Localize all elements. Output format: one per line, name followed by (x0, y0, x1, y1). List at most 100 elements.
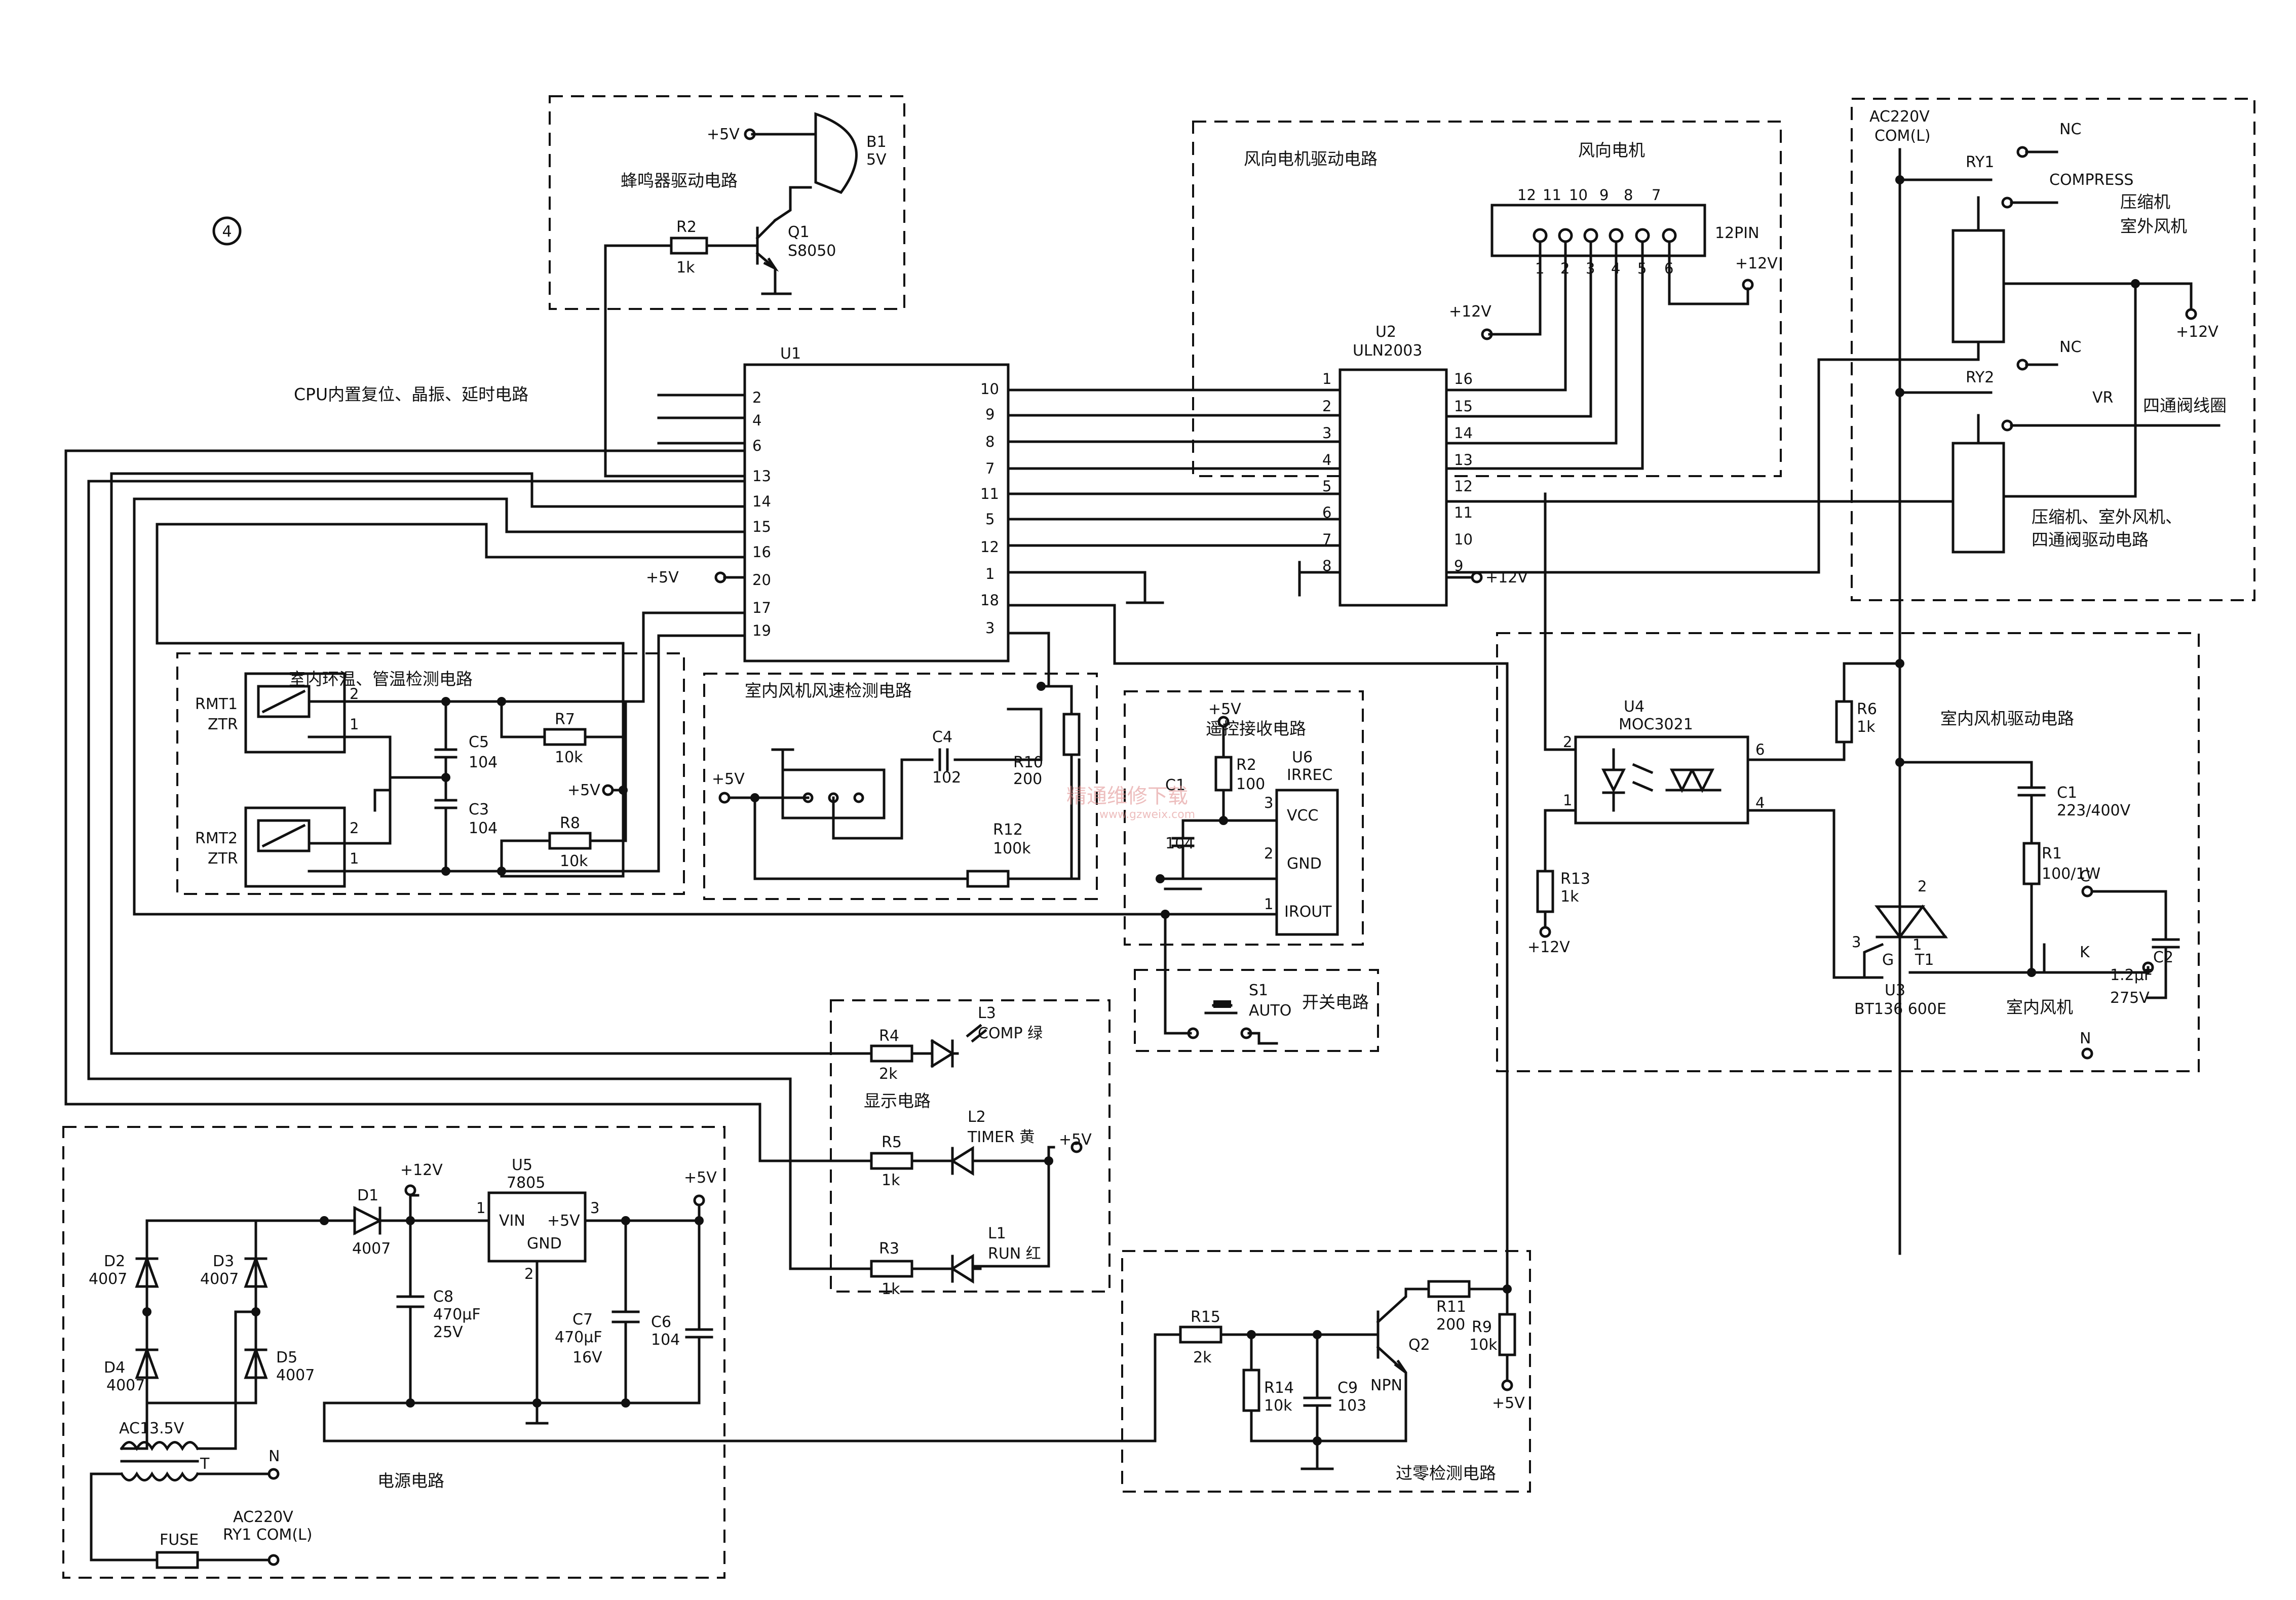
ry1-coil-drive-wire (1445, 340, 1980, 574)
transformer-primary-wires (90, 1472, 270, 1562)
ac135-label: AC13.5V (119, 1420, 184, 1437)
u3-val: BT136 600E (1854, 1000, 1946, 1018)
remote-rx-section-box (1124, 690, 1364, 946)
u3-triac-symbol (1863, 885, 1948, 979)
ac220v-bottom-label: AC220V (233, 1508, 293, 1526)
u4-led-symbol (1601, 748, 1626, 812)
c8-ref: C8 (433, 1288, 453, 1306)
rmt2-pin1: 1 (350, 850, 359, 867)
fan-n-label: N (2080, 1030, 2091, 1047)
junction-dot (1156, 874, 1165, 883)
u2-pin: 5 (1322, 478, 1331, 495)
d5-ref: D5 (276, 1349, 297, 1367)
fan-speed-5v-terminal (718, 792, 731, 804)
r6-val: 1k (1857, 718, 1876, 736)
r3-val: 1k (882, 1280, 900, 1298)
indoor-fan-section-box (1496, 632, 2200, 1072)
rmt2-ref: RMT2 (195, 830, 238, 847)
u5-vin: VIN (499, 1212, 525, 1230)
d4-val: 4007 (106, 1377, 145, 1394)
l2-ref: L2 (968, 1108, 986, 1126)
ac220v-top-label: AC220V (1869, 108, 1930, 126)
ry2-coil (1951, 442, 2005, 554)
u1-pin: 15 (752, 518, 771, 535)
relay-12v-wire (2002, 282, 2193, 498)
relay-12v-label: +12V (2176, 323, 2218, 341)
relay-12v-terminal (2185, 308, 2197, 320)
c9-val: 103 (1337, 1397, 1366, 1415)
5v-supply-label: +5V (684, 1169, 717, 1187)
u2-pin: 13 (1454, 451, 1473, 469)
r4-resistor (870, 1044, 913, 1063)
junction-dot (1895, 175, 1904, 184)
ry1-nc-terminal (2016, 146, 2029, 158)
rmt1-val: ZTR (208, 716, 238, 733)
fuse-label: FUSE (160, 1531, 199, 1549)
junction-dot (1037, 682, 1046, 691)
ry1-ref: RY1 (1966, 153, 1994, 171)
b1-ref: B1 (866, 133, 887, 151)
u5-pin1: 1 (476, 1199, 485, 1217)
ry2-vr-label: VR (2092, 389, 2113, 407)
u4-input-wires (1544, 492, 1577, 873)
r8-val: 10k (560, 852, 588, 870)
c4-ref: C4 (932, 728, 952, 746)
u2-pin: 1 (1322, 370, 1331, 387)
l2-val: TIMER 黄 (967, 1128, 1035, 1146)
u6-vcc: VCC (1287, 807, 1318, 825)
c2-val: 1.2μF (2110, 966, 2153, 984)
u2-to-connector-wires (1445, 361, 1644, 470)
r7-resistor (543, 728, 587, 746)
power-title: 电源电路 (377, 1471, 444, 1491)
rmt2-val: ZTR (208, 850, 238, 868)
remote-rx-title: 遥控接收电路 (1206, 719, 1306, 738)
junction-dot (2027, 968, 2036, 977)
cpu-title: CPU内置复位、晶振、延时电路 (294, 384, 528, 404)
connector-bottom-pins: 1 2 3 4 5 6 (1535, 260, 1673, 277)
r14-val: 10k (1264, 1397, 1292, 1415)
fan-speed-wires (728, 708, 1081, 880)
q2-val: NPN (1370, 1377, 1402, 1394)
watermark-url: www.gzweix.com (1099, 808, 1195, 821)
12v-supply-label: +12V (400, 1161, 443, 1179)
r5-resistor (870, 1152, 913, 1170)
r15-resistor (1179, 1325, 1222, 1344)
u6-5v-label: +5V (1208, 700, 1241, 718)
wind-motor-title: 风向电机 (1578, 140, 1645, 160)
r4-val: 2k (879, 1065, 898, 1083)
buzzer-section-box (549, 95, 905, 310)
u1-pin: 4 (752, 412, 761, 429)
b1-val: 5V (866, 151, 887, 169)
zero-cross-section-box (1121, 1250, 1531, 1493)
u6-pin2: 2 (1264, 845, 1273, 862)
transformer-t-symbol (120, 1441, 200, 1481)
u2-pin: 2 (1322, 398, 1331, 415)
s1-contact-b (1240, 1027, 1252, 1039)
connector-12v-label-a: +12V (1449, 303, 1491, 321)
r1-resistor (2022, 842, 2041, 885)
u1-pin: 9 (985, 406, 994, 423)
com-terminal (267, 1554, 280, 1566)
l3-led-wires (809, 1039, 959, 1068)
c5-c3-symbols (434, 700, 457, 873)
wind-motor-drive-title: 风向电机驱动电路 (1244, 149, 1377, 169)
ry2-ref: RY2 (1966, 369, 1994, 386)
d2-diode (135, 1255, 159, 1288)
c6-val: 104 (651, 1331, 680, 1349)
u6-gnd: GND (1287, 855, 1322, 873)
ry1-com-label: RY1 COM(L) (223, 1526, 312, 1544)
l1-led-wires (829, 1254, 982, 1284)
u4-moc3021 (1574, 735, 1749, 825)
u1-left-pins: 2 4 6 13 14 15 16 20 17 19 (752, 389, 771, 639)
r11-resistor (1427, 1280, 1471, 1298)
display-5v-terminal (1070, 1141, 1083, 1153)
connector-pin: 11 (1543, 186, 1561, 204)
u6-ref: U6 (1292, 749, 1313, 766)
s1-switch-wires (1164, 913, 1278, 1045)
u4-pin1: 1 (1563, 792, 1572, 809)
connector-pin: 9 (1599, 186, 1609, 204)
u4-triac-symbol (1665, 768, 1721, 793)
u1-vcc-terminal (714, 571, 726, 583)
junction-dot (1247, 1330, 1256, 1339)
